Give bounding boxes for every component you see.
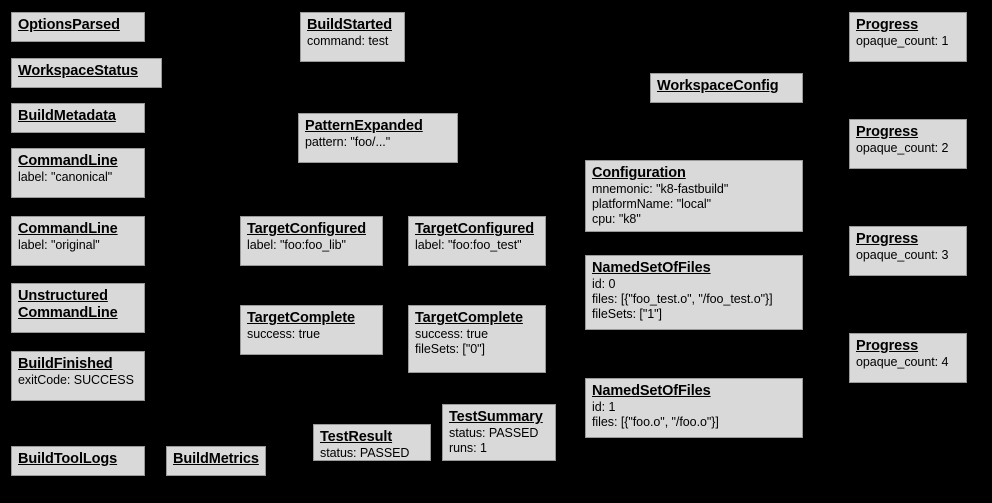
event-node-title: Progress [856,231,919,247]
event-node-fields: id: 1 files: [{"foo.o", "/foo.o"}] [592,400,719,429]
event-node-fields: label: "original" [18,238,100,252]
event-node-fields: label: "foo:foo_test" [415,238,522,252]
event-node-fields: status: PASSED runs: 1 [449,426,539,455]
event-node-title: Progress [856,17,919,33]
event-node-fields: pattern: "foo/..." [305,135,391,149]
event-node-fields: opaque_count: 4 [856,355,949,369]
event-node-title: OptionsParsed [18,17,120,33]
event-node-title: BuildStarted [307,17,393,33]
event-node-fields: id: 0 files: [{"foo_test.o", "/foo_test.… [592,277,773,321]
event-node-fields: label: "foo:foo_lib" [247,238,346,252]
event-node-fields: opaque_count: 2 [856,141,949,155]
event-node-title: CommandLine [18,153,118,169]
event-node-fields: success: true [247,327,320,341]
event-node-build-metadata[interactable]: BuildMetadata [11,103,145,133]
event-node-fields: opaque_count: 3 [856,248,949,262]
event-node-title: Progress [856,338,919,354]
event-node-title: BuildMetrics [173,451,259,467]
event-node-title: TargetConfigured [247,221,366,237]
event-node-title: WorkspaceConfig [657,78,779,94]
event-node-fields: opaque_count: 1 [856,34,949,48]
event-node-fields: status: PASSED [320,446,410,460]
event-node-title: WorkspaceStatus [18,63,138,79]
event-node-title: TestResult [320,429,393,445]
event-node-title: NamedSetOfFiles [592,383,711,399]
event-node-title: BuildToolLogs [18,451,118,467]
event-node-title: Progress [856,124,919,140]
event-node-fields: command: test [307,34,389,48]
event-node-title: TestSummary [449,409,543,425]
event-node-title: PatternExpanded [305,118,423,134]
event-node-fields: label: "canonical" [18,170,113,184]
event-node-title: Configuration [592,165,686,181]
event-node-build-metrics[interactable]: BuildMetrics [166,446,266,476]
event-node-fields: mnemonic: "k8-fastbuild" platformName: "… [592,182,729,226]
event-node-title: TargetComplete [247,310,355,326]
event-node-fields: success: true fileSets: ["0"] [415,327,488,356]
event-node-workspace-status[interactable]: WorkspaceStatus [11,58,162,88]
event-node-unstructured-command-line[interactable]: Unstructured CommandLine [11,283,145,333]
event-node-title: BuildMetadata [18,108,116,124]
event-node-title: CommandLine [18,221,118,237]
event-node-fields: exitCode: SUCCESS [18,373,134,387]
event-node-title: NamedSetOfFiles [592,260,711,276]
event-node-title: BuildFinished [18,356,113,372]
event-node-build-tool-logs[interactable]: BuildToolLogs [11,446,145,476]
event-node-title: Unstructured CommandLine [18,288,118,321]
event-node-title: TargetConfigured [415,221,534,237]
event-node-workspace-config[interactable]: WorkspaceConfig [650,73,803,103]
event-node-title: TargetComplete [415,310,523,326]
event-node-options-parsed[interactable]: OptionsParsed [11,12,145,42]
